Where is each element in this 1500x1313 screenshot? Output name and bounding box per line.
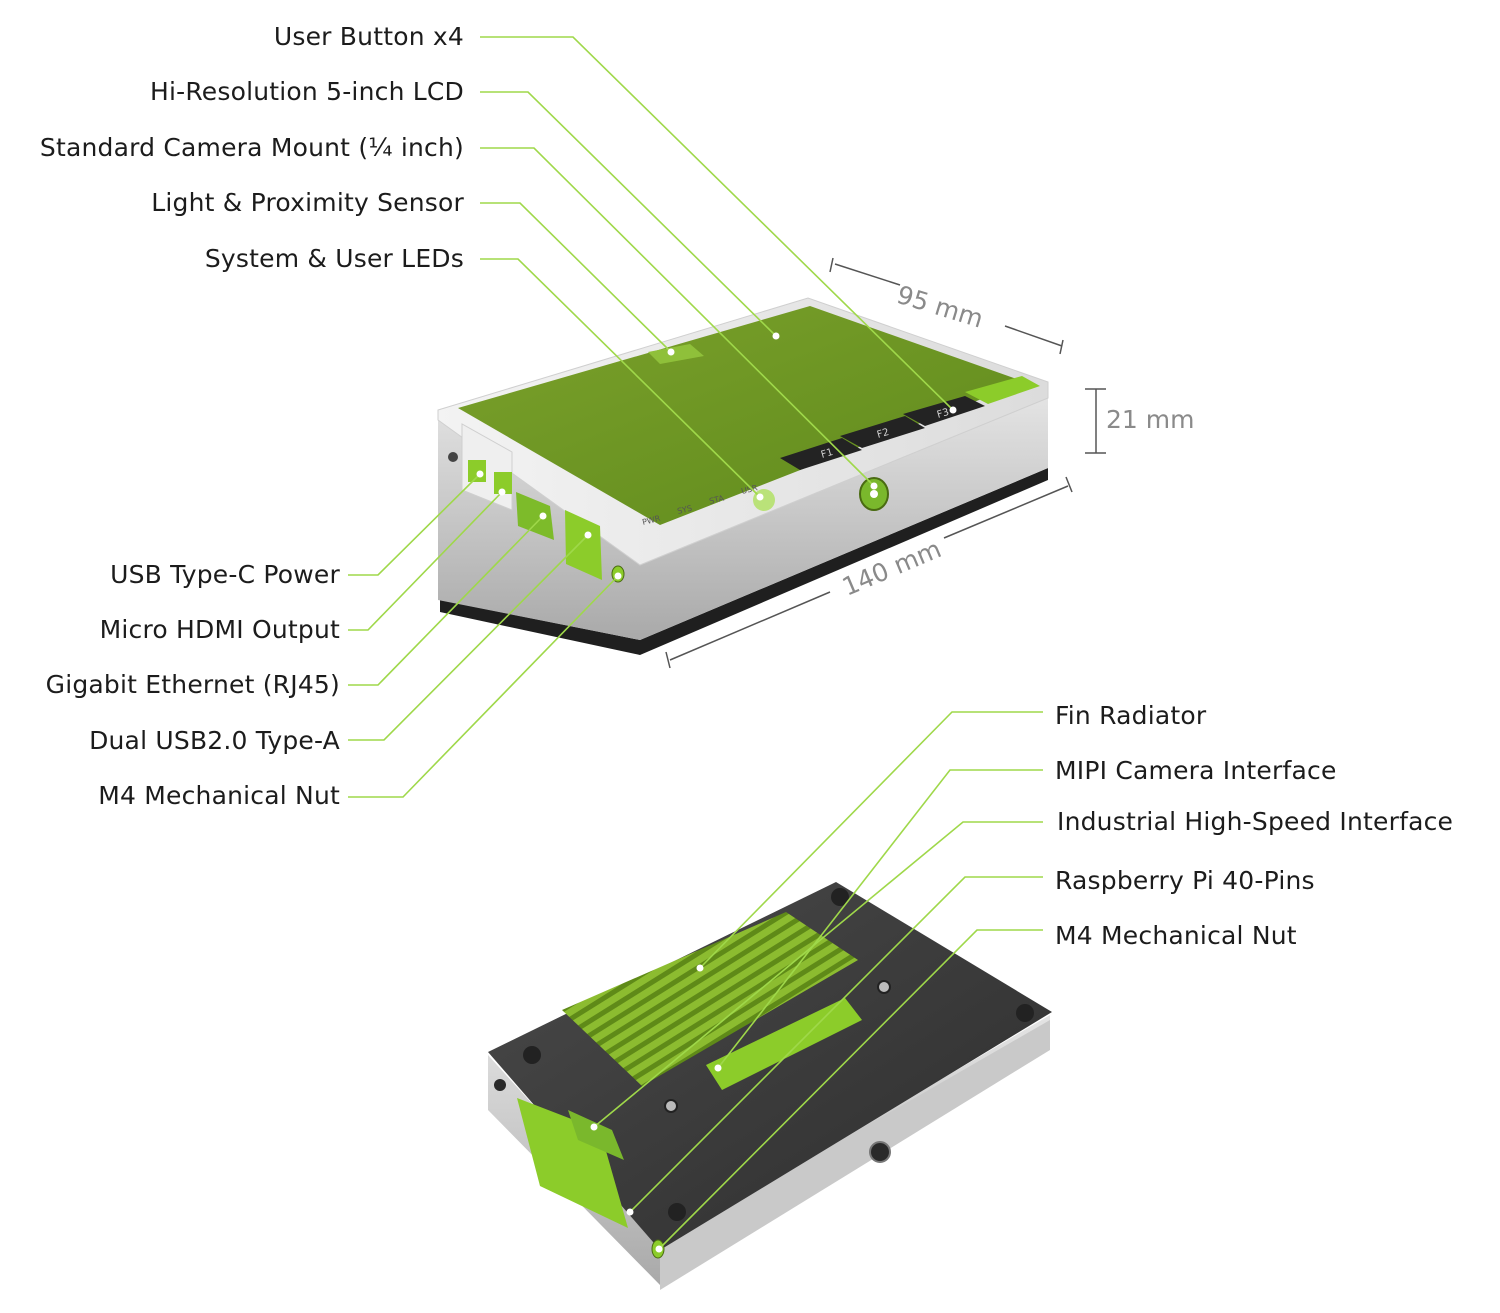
dimension-lines xyxy=(665,257,1106,669)
label-fin-radiator: Fin Radiator xyxy=(1055,701,1207,730)
micro-hdmi-port xyxy=(494,472,512,494)
label-rpi-pins: Raspberry Pi 40-Pins xyxy=(1055,866,1315,895)
led-label-sys: SYS xyxy=(676,504,693,516)
label-micro-hdmi: Micro HDMI Output xyxy=(99,615,340,644)
label-light-sensor: Light & Proximity Sensor xyxy=(151,188,464,217)
usb-a-ports xyxy=(565,510,602,580)
dimension-height: 21 mm xyxy=(1106,405,1195,434)
label-m4-nut-bottom: M4 Mechanical Nut xyxy=(1055,921,1297,950)
ethernet-port xyxy=(516,492,554,540)
top-device: F1 F2 F3 PWR SYS STA USR xyxy=(437,297,1049,655)
label-ethernet: Gigabit Ethernet (RJ45) xyxy=(45,670,340,699)
label-camera-mount: Standard Camera Mount (¼ inch) xyxy=(39,133,464,162)
label-lcd: Hi-Resolution 5-inch LCD xyxy=(149,77,464,106)
proximity-sensor-window xyxy=(648,344,704,364)
button-label-f2: F2 xyxy=(876,427,891,441)
high-speed-interface xyxy=(517,1098,628,1228)
fin-radiator xyxy=(562,912,858,1086)
usb-c-port xyxy=(468,460,486,482)
mipi-connector xyxy=(706,998,862,1090)
label-m4-nut-top: M4 Mechanical Nut xyxy=(98,781,340,810)
gpio-header xyxy=(568,1110,624,1160)
led-label-pwr: PWR xyxy=(641,514,661,527)
led-label-usr: USR xyxy=(740,483,759,496)
label-usb-c: USB Type-C Power xyxy=(110,560,340,589)
label-mipi: MIPI Camera Interface xyxy=(1055,756,1337,785)
led-label-sta: STA xyxy=(708,493,725,505)
label-high-speed: Industrial High-Speed Interface xyxy=(1057,807,1454,836)
power-button xyxy=(965,376,1040,404)
lcd-screen xyxy=(458,306,1025,525)
led-indicators: PWR SYS STA USR xyxy=(641,483,775,527)
user-buttons: F1 F2 F3 xyxy=(780,396,985,470)
leader-lines xyxy=(348,36,1043,1250)
leader-endpoints xyxy=(476,332,957,1253)
bottom-device xyxy=(488,882,1052,1290)
label-leds: System & User LEDs xyxy=(204,244,464,273)
label-usb-a: Dual USB2.0 Type-A xyxy=(89,726,340,755)
button-label-f1: F1 xyxy=(820,447,835,461)
label-user-button: User Button x4 xyxy=(273,22,464,51)
button-label-f3: F3 xyxy=(936,407,951,421)
